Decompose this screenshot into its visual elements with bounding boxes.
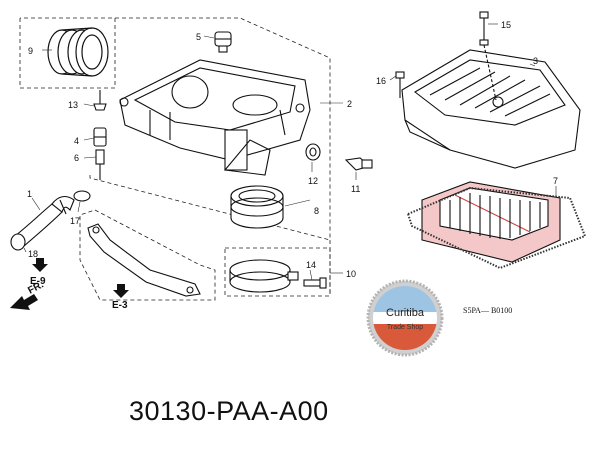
diagram-code: S5PA— B0100 [463, 306, 512, 315]
callout-16: 16 [376, 76, 386, 86]
part-10-clamp [229, 259, 299, 293]
part-8-resonator [230, 185, 284, 229]
frame-band [224, 247, 331, 297]
part-3-upper-cover [401, 49, 581, 169]
front-arrow-icon [10, 294, 38, 310]
arrow-e3: E-3 [112, 284, 129, 311]
filter-gasket [406, 186, 587, 270]
callout-1: 1 [27, 189, 32, 199]
callout-17: 17 [70, 216, 80, 226]
frame-diagonal [89, 175, 331, 241]
parts-11-12-sensor [305, 143, 373, 171]
part-number-caption: 30130-PAA-A00 [129, 396, 329, 426]
frame-bracket [79, 209, 216, 301]
parts-15-16-screws [395, 11, 497, 101]
label-e3: E-3 [112, 300, 128, 311]
callout-9: 9 [28, 46, 33, 56]
callout-15: 15 [501, 20, 511, 30]
callout-18: 18 [28, 249, 38, 259]
curitiba-trade-shop-logo: Curitiba Trade Shop [366, 279, 444, 357]
down-arrow-icon [32, 258, 48, 272]
part-1-hose [10, 195, 75, 251]
callout-3: 3 [533, 56, 538, 66]
callout-8: 8 [314, 206, 319, 216]
part-7-filter [406, 181, 587, 270]
callout-numbers: 9 5 13 4 6 2 12 11 8 1 17 18 14 10 15 16… [27, 20, 558, 279]
part-9-boot [47, 27, 109, 77]
part-5-grommet [214, 31, 232, 53]
callout-13: 13 [68, 100, 78, 110]
leader-lines [23, 23, 557, 281]
logo-subtitle: Trade Shop [387, 324, 423, 331]
arrow-e9: E-9 [30, 258, 48, 287]
callout-4: 4 [74, 136, 79, 146]
callout-10: 10 [346, 269, 356, 279]
parts-13-4-6-stack [93, 90, 107, 180]
mounting-bracket [87, 223, 201, 297]
part-2-lower-housing [119, 59, 311, 176]
part-17-clamp [73, 190, 91, 202]
callout-12: 12 [308, 176, 318, 186]
callout-7: 7 [553, 176, 558, 186]
callout-14: 14 [306, 260, 316, 270]
down-arrow-icon [113, 284, 129, 298]
callout-11: 11 [351, 184, 360, 194]
part-14-bolt [303, 277, 327, 289]
callout-6: 6 [74, 153, 79, 163]
logo-title: Curitiba [386, 307, 425, 319]
callout-5: 5 [196, 32, 201, 42]
frame-part-9 [19, 17, 116, 89]
label-e9: E-9 [30, 276, 46, 287]
callout-2: 2 [347, 99, 352, 109]
front-arrow: FR. [10, 279, 46, 310]
